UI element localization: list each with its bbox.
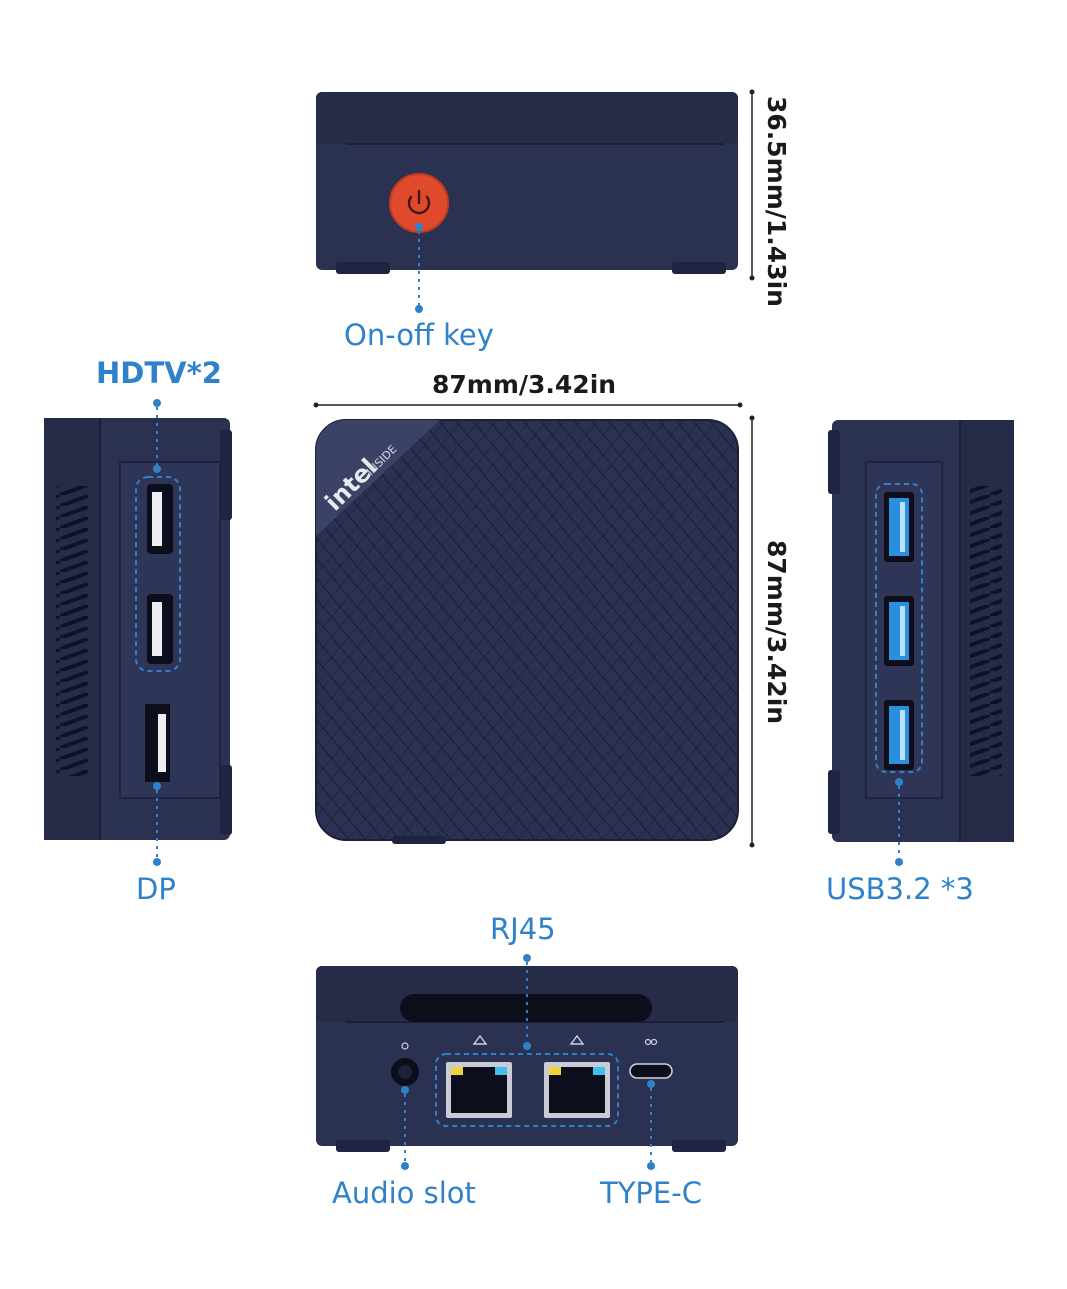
- depth-dimension-label: 87mm/3.42in: [762, 540, 791, 725]
- on-off-callout: [415, 223, 423, 313]
- width-dimension-line: [313, 402, 743, 408]
- depth-dimension-line: [749, 415, 755, 848]
- rj45-port-1: [446, 1034, 512, 1118]
- top-surface: [315, 419, 739, 844]
- hdtv-label: HDTV*2: [96, 356, 222, 390]
- hdtv-callout: [135, 399, 181, 672]
- usb-port-1: [884, 492, 914, 562]
- hdmi-port-2: [147, 594, 173, 664]
- dp-label: DP: [136, 872, 176, 906]
- front-view: [316, 92, 738, 274]
- height-dimension-label: 36.5mm/1.43in: [762, 96, 791, 307]
- height-dimension-line: [749, 89, 755, 281]
- on-off-key-label: On-off key: [344, 318, 494, 352]
- rj45-port-2: [544, 1034, 610, 1118]
- rj45-label: RJ45: [490, 912, 556, 946]
- usb-port-2: [884, 596, 914, 666]
- usb-port-3: [884, 700, 914, 770]
- audio-slot-label: Audio slot: [332, 1176, 476, 1210]
- rj45-callout: [435, 954, 619, 1127]
- right-side-view: [828, 420, 1014, 842]
- type-c-port: [629, 1038, 673, 1079]
- usb-label: USB3.2 *3: [826, 872, 974, 906]
- audio-jack: [391, 1042, 419, 1086]
- type-c-label: TYPE-C: [600, 1176, 702, 1210]
- width-dimension-label: 87mm/3.42in: [432, 370, 617, 399]
- hdmi-port-1: [147, 484, 173, 554]
- usb-callout: [875, 483, 923, 866]
- type-c-callout: [647, 1080, 655, 1170]
- dp-port: [145, 704, 170, 782]
- audio-callout: [401, 1086, 409, 1170]
- dp-callout: [153, 782, 161, 866]
- back-view: [316, 966, 738, 1152]
